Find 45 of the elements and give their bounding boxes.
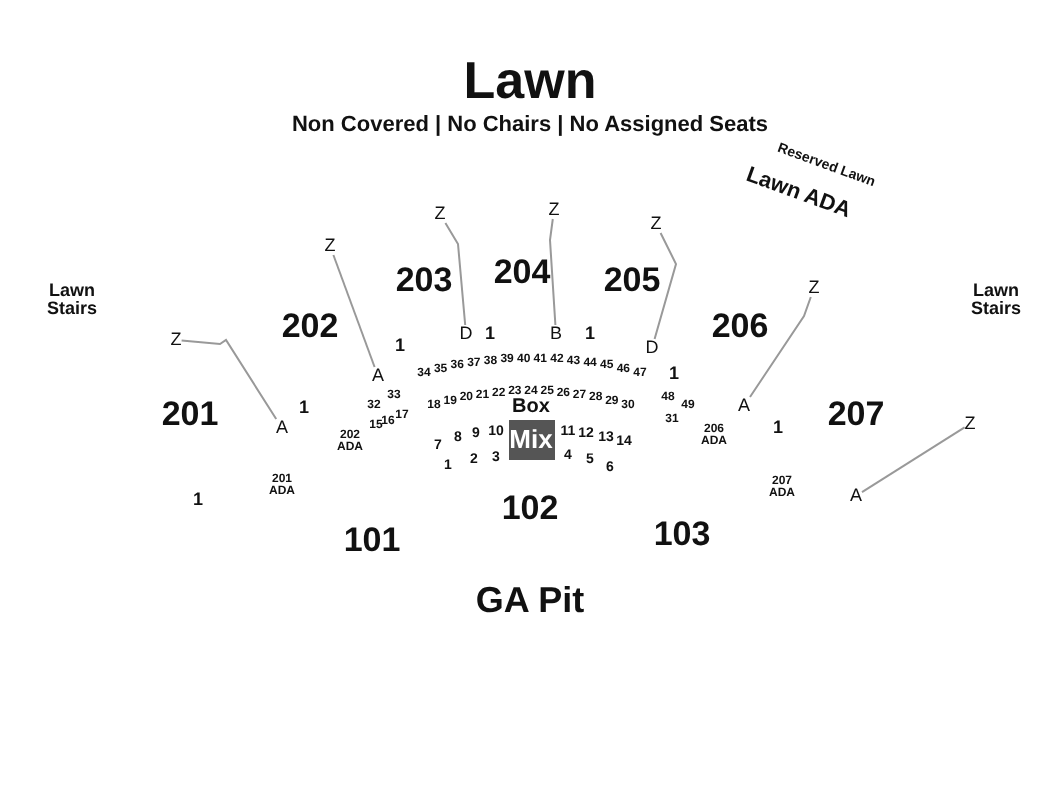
section-number: 204 [493,255,551,289]
section-number: 201 [161,397,219,431]
box-label: Box [512,398,550,418]
row-label: B [550,325,562,343]
seat-number: 1 [669,365,679,383]
seat-number: 1 [485,325,495,343]
leader-line [749,296,812,398]
leader-line [444,222,467,326]
row-label: Z [808,279,820,297]
leader-line [653,232,678,340]
row-label: D [645,339,659,357]
leader-line [549,218,557,326]
section-number: 101 [343,523,401,557]
row-label: Z [434,205,446,223]
section-number: 102 [501,491,559,525]
row-label: A [738,397,750,415]
subtitle: Non Covered | No Chairs | No Assigned Seats [291,115,769,137]
section-number: 202 [281,309,339,343]
row-label: Z [650,215,662,233]
seat-number: 1 [395,337,405,355]
section-number: 207 [827,397,885,431]
row-label: Z [324,237,336,255]
seat-number: 1 [193,491,203,509]
title: Lawn [463,54,597,106]
area-label: GA Pit [475,582,585,618]
section-number: 203 [395,263,453,297]
row-label: D [459,325,473,343]
row-label: Z [964,415,976,433]
row-label: A [276,419,288,437]
leader-line [332,254,376,368]
seat-number: 1 [773,419,783,437]
row-label: Z [548,201,560,219]
section-number: 103 [653,517,711,551]
seat-number: 1 [585,325,595,343]
row-label: Z [170,331,182,349]
row-label: A [850,487,862,505]
leader-line [180,338,278,420]
mix-box: Mix [508,420,554,460]
seat-number: 1 [299,399,309,417]
area-label: Lawn Stairs [968,282,1023,318]
row-label: A [372,367,384,385]
area-label: Lawn Stairs [44,282,99,318]
section-number: 206 [711,309,769,343]
section-number: 205 [603,263,661,297]
leader-line [861,426,966,494]
